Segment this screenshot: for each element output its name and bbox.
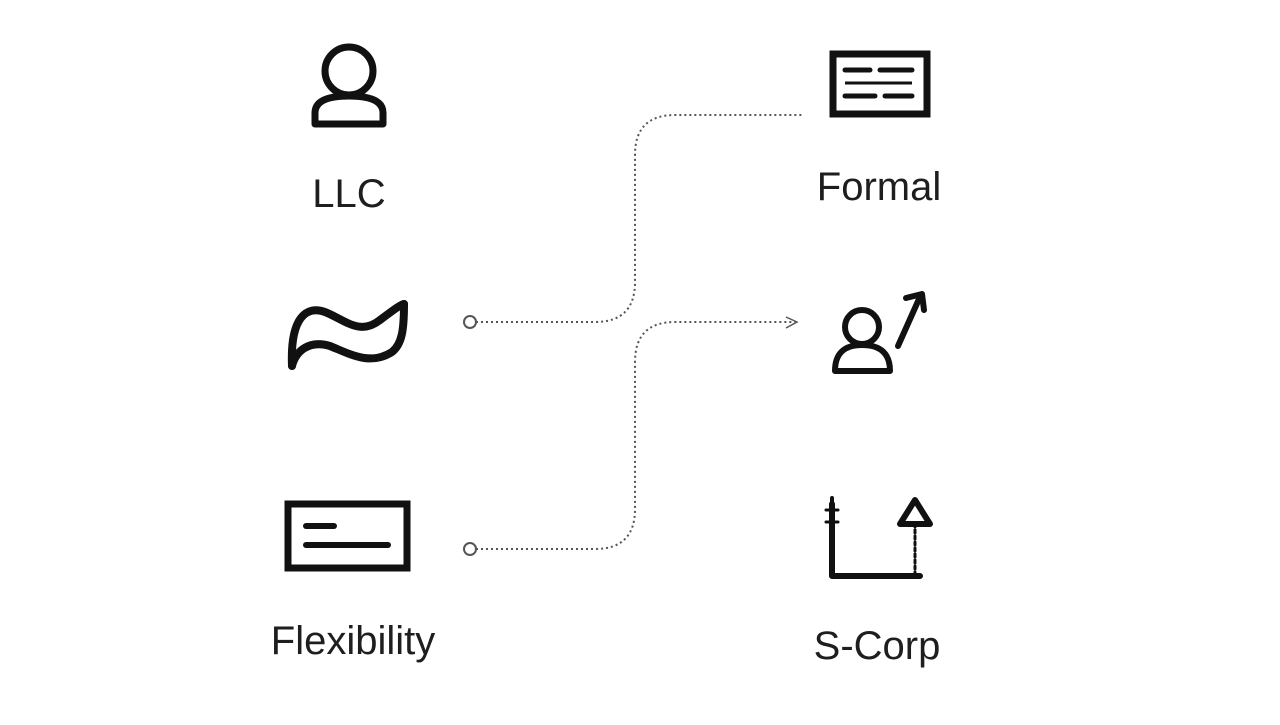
- flexibility-label: Flexibility: [270, 619, 436, 663]
- wave-icon: [287, 300, 408, 370]
- connector-arrowhead: [785, 316, 799, 329]
- growth-chart-icon: [824, 496, 933, 579]
- s-corp-label: S-Corp: [813, 624, 941, 668]
- person-growth-icon: [832, 291, 927, 374]
- formal-label: Formal: [816, 165, 942, 209]
- document-icon: [284, 500, 411, 572]
- connector-document-to-growth: [463, 316, 799, 556]
- connector-line: [476, 321, 795, 550]
- connector-wave-to-formal: [463, 114, 803, 329]
- connector-line: [476, 114, 803, 323]
- form-document-icon: [829, 50, 931, 118]
- llc-label: LLC: [312, 172, 386, 216]
- connector-start-node: [463, 542, 477, 556]
- person-icon: [311, 43, 387, 128]
- connector-start-node: [463, 315, 477, 329]
